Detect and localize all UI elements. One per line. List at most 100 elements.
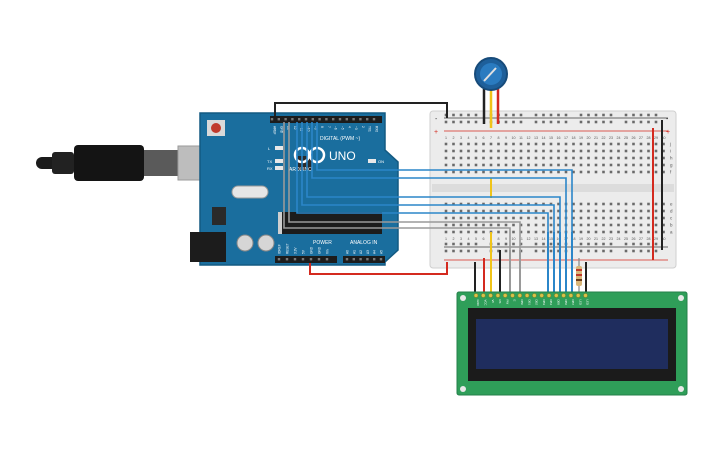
breadboard-hole[interactable] — [497, 216, 500, 220]
breadboard-hole[interactable] — [594, 163, 598, 167]
power-pin[interactable] — [285, 258, 289, 261]
digital-pin[interactable] — [325, 118, 328, 121]
breadboard-hole[interactable] — [654, 149, 658, 153]
breadboard-hole[interactable] — [512, 149, 515, 153]
breadboard-hole[interactable] — [489, 163, 493, 167]
power-pin[interactable] — [325, 258, 329, 261]
breadboard-hole[interactable] — [632, 156, 635, 160]
breadboard-hole[interactable] — [602, 216, 605, 220]
breadboard-hole[interactable] — [474, 202, 478, 206]
rail-hole[interactable] — [549, 120, 553, 124]
breadboard-hole[interactable] — [587, 209, 590, 213]
rail-hole[interactable] — [609, 120, 613, 124]
breadboard-hole[interactable] — [527, 156, 530, 160]
rail-hole[interactable] — [654, 120, 658, 124]
rail-hole[interactable] — [632, 113, 635, 117]
breadboard-hole[interactable] — [549, 149, 553, 153]
wire-data-4[interactable] — [301, 122, 555, 232]
breadboard-hole[interactable] — [474, 156, 478, 160]
breadboard-hole[interactable] — [519, 163, 523, 167]
breadboard-hole[interactable] — [647, 142, 650, 146]
breadboard-hole[interactable] — [489, 209, 493, 213]
breadboard-hole[interactable] — [557, 202, 560, 206]
breadboard-hole[interactable] — [534, 163, 538, 167]
breadboard-hole[interactable] — [467, 142, 470, 146]
rail-hole[interactable] — [579, 120, 583, 124]
analog-header[interactable] — [343, 256, 385, 263]
breadboard-hole[interactable] — [647, 156, 650, 160]
breadboard-hole[interactable] — [459, 142, 463, 146]
breadboard-hole[interactable] — [602, 163, 605, 167]
power-pin[interactable] — [317, 258, 321, 261]
lcd-pin[interactable] — [495, 293, 501, 298]
rail-hole[interactable] — [602, 113, 605, 117]
breadboard-hole[interactable] — [587, 149, 590, 153]
rail-hole[interactable] — [444, 242, 448, 246]
breadboard-hole[interactable] — [534, 202, 538, 206]
breadboard-hole[interactable] — [467, 230, 470, 234]
breadboard-hole[interactable] — [482, 202, 485, 206]
rail-hole[interactable] — [587, 120, 590, 124]
breadboard-hole[interactable] — [512, 156, 515, 160]
breadboard-hole[interactable] — [519, 216, 523, 220]
breadboard-hole[interactable] — [632, 209, 635, 213]
breadboard-hole[interactable] — [632, 163, 635, 167]
breadboard-hole[interactable] — [527, 223, 530, 227]
analog-pin[interactable] — [359, 258, 362, 261]
breadboard-hole[interactable] — [542, 156, 545, 160]
breadboard-hole[interactable] — [624, 142, 628, 146]
breadboard-hole[interactable] — [497, 149, 500, 153]
breadboard-hole[interactable] — [452, 163, 455, 167]
power-pin[interactable] — [277, 258, 281, 261]
breadboard-hole[interactable] — [519, 202, 523, 206]
breadboard-hole[interactable] — [594, 202, 598, 206]
breadboard-hole[interactable] — [609, 209, 613, 213]
breadboard-hole[interactable] — [452, 142, 455, 146]
rail-hole[interactable] — [452, 113, 455, 117]
breadboard-hole[interactable] — [662, 156, 665, 160]
breadboard-hole[interactable] — [557, 156, 560, 160]
rail-hole[interactable] — [542, 242, 545, 246]
breadboard-hole[interactable] — [572, 216, 575, 220]
breadboard-hole[interactable] — [497, 156, 500, 160]
breadboard-hole[interactable] — [504, 142, 508, 146]
breadboard-hole[interactable] — [489, 223, 493, 227]
breadboard-hole[interactable] — [609, 170, 613, 174]
breadboard-hole[interactable] — [617, 156, 620, 160]
breadboard-hole[interactable] — [602, 230, 605, 234]
breadboard-hole[interactable] — [587, 216, 590, 220]
rail-hole[interactable] — [452, 242, 455, 246]
breadboard-hole[interactable] — [572, 230, 575, 234]
breadboard-hole[interactable] — [497, 163, 500, 167]
breadboard-hole[interactable] — [534, 170, 538, 174]
breadboard-hole[interactable] — [489, 202, 493, 206]
digital-pin[interactable] — [366, 118, 369, 121]
breadboard-hole[interactable] — [579, 142, 583, 146]
breadboard-hole[interactable] — [564, 163, 568, 167]
rail-hole[interactable] — [602, 249, 605, 253]
breadboard-hole[interactable] — [519, 149, 523, 153]
breadboard-hole[interactable] — [542, 202, 545, 206]
lcd-pin[interactable] — [583, 293, 588, 298]
breadboard-hole[interactable] — [617, 209, 620, 213]
breadboard-hole[interactable] — [542, 149, 545, 153]
breadboard-hole[interactable] — [617, 223, 620, 227]
breadboard-hole[interactable] — [519, 156, 523, 160]
breadboard-hole[interactable] — [549, 223, 553, 227]
breadboard-hole[interactable] — [557, 149, 560, 153]
breadboard-hole[interactable] — [647, 149, 650, 153]
breadboard-hole[interactable] — [617, 170, 620, 174]
breadboard-hole[interactable] — [624, 202, 628, 206]
breadboard-hole[interactable] — [542, 230, 545, 234]
breadboard-hole[interactable] — [654, 170, 658, 174]
rail-hole[interactable] — [467, 113, 470, 117]
breadboard-hole[interactable] — [602, 149, 605, 153]
breadboard-hole[interactable] — [474, 230, 478, 234]
rail-hole[interactable] — [497, 242, 500, 246]
rail-hole[interactable] — [632, 242, 635, 246]
breadboard-hole[interactable] — [444, 163, 448, 167]
breadboard-hole[interactable] — [654, 156, 658, 160]
lcd-pin[interactable] — [488, 293, 493, 298]
wire-data-5[interactable] — [296, 122, 549, 232]
breadboard-hole[interactable] — [572, 156, 575, 160]
